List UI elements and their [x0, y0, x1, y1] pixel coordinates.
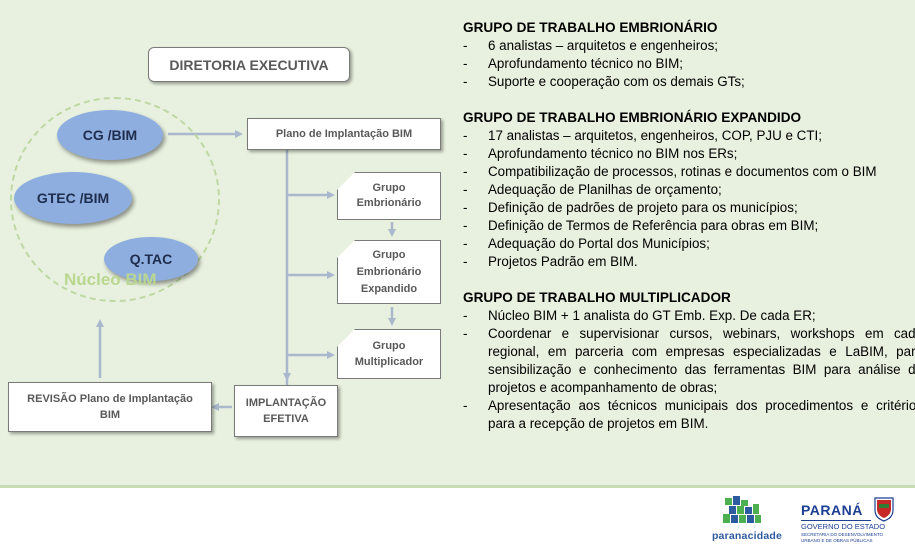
- list-item: Suporte e cooperação com os demais GTs;: [463, 73, 915, 91]
- grupo-embrionario-label: Grupo Embrionário: [356, 182, 422, 209]
- qtac-oval: Q.TAC: [104, 237, 198, 281]
- section-multiplicador: GRUPO DE TRABALHO MULTIPLICADOR Núcleo B…: [463, 289, 915, 433]
- plano-implantacao-box: Plano de Implantação BIM: [247, 118, 441, 150]
- nucleo-bim-circle: [10, 97, 220, 302]
- list-item: Adequação de Planilhas de orçamento;: [463, 181, 915, 199]
- paranacidade-wordmark: paranacidade: [711, 530, 783, 542]
- grupo-multiplicador-box: Grupo Multiplicador: [337, 329, 441, 379]
- diretoria-executiva-box: DIRETORIA EXECUTIVA: [148, 47, 350, 82]
- section-expandido: GRUPO DE TRABALHO EMBRIONÁRIO EXPANDIDO …: [463, 109, 915, 271]
- section-embrionario: GRUPO DE TRABALHO EMBRIONÁRIO 6 analista…: [463, 19, 915, 91]
- list-item: Definição de padrões de projeto para os …: [463, 199, 915, 217]
- secretaria-label-2: URBANO E DE OBRAS PÚBLICAS: [801, 538, 873, 543]
- diretoria-executiva-label: DIRETORIA EXECUTIVA: [169, 56, 329, 73]
- list-item: Coordenar e supervisionar cursos, webina…: [463, 325, 915, 397]
- secretaria-label-1: SECRETARIA DO DESENVOLVIMENTO: [801, 532, 884, 537]
- grupo-multiplicador-label: Grupo Multiplicador: [354, 340, 424, 368]
- grupo-expandido-box: Grupo Embrionário Expandido: [337, 240, 441, 304]
- list-item: Aprofundamento técnico no BIM;: [463, 55, 915, 73]
- cg-bim-label: CG /BIM: [82, 127, 138, 143]
- list-item: Adequação do Portal dos Municípios;: [463, 235, 915, 253]
- governo-label: GOVERNO DO ESTADO: [801, 522, 886, 531]
- section-title: GRUPO DE TRABALHO EMBRIONÁRIO EXPANDIDO: [463, 110, 802, 125]
- list-item: Núcleo BIM + 1 analista do GT Emb. Exp. …: [463, 307, 915, 325]
- implantacao-efetiva-box: IMPLANTAÇÃO EFETIVA: [234, 385, 338, 437]
- parana-wordmark: PARANÁ: [801, 502, 863, 518]
- qtac-label: Q.TAC: [129, 251, 173, 267]
- revisao-plano-label: REVISÃO Plano de Implantação BIM: [27, 393, 193, 421]
- section-title: GRUPO DE TRABALHO MULTIPLICADOR: [463, 290, 731, 305]
- diagram-connectors: [96, 130, 396, 411]
- cg-bim-oval: CG /BIM: [57, 110, 163, 160]
- footer-divider: [0, 485, 915, 488]
- gtec-bim-label: GTEC /BIM: [36, 190, 110, 206]
- nucleo-bim-label: Núcleo BIM: [64, 270, 157, 289]
- parana-governo-logo: PARANÁ GOVERNO DO ESTADO SECRETARIA DO D…: [801, 494, 901, 546]
- grupo-embrionario-box: Grupo Embrionário: [337, 172, 441, 220]
- implantacao-efetiva-label: IMPLANTAÇÃO EFETIVA: [245, 397, 327, 425]
- grupo-expandido-label: Grupo Embrionário Expandido: [356, 248, 422, 295]
- list-item: Apresentação aos técnicos municipais dos…: [463, 397, 915, 433]
- groups-description: GRUPO DE TRABALHO EMBRIONÁRIO 6 analista…: [463, 19, 915, 433]
- paranacidade-logo: paranacidade: [707, 494, 787, 546]
- parana-coat-of-arms-icon: [874, 497, 894, 522]
- gtec-bim-oval: GTEC /BIM: [14, 172, 132, 224]
- slide-background: DIRETORIA EXECUTIVA CG /BIM GTEC /BIM Q.…: [0, 0, 915, 485]
- list-item: 6 analistas – arquitetos e engenheiros;: [463, 37, 915, 55]
- list-item: Compatibilização de processos, rotinas e…: [463, 163, 915, 181]
- plano-implantacao-label: Plano de Implantação BIM: [275, 128, 413, 140]
- revisao-plano-box: REVISÃO Plano de Implantação BIM: [8, 382, 212, 432]
- list-item: 17 analistas – arquitetos, engenheiros, …: [463, 127, 915, 145]
- list-item: Projetos Padrão em BIM.: [463, 253, 915, 271]
- list-item: Aprofundamento técnico no BIM nos ERs;: [463, 145, 915, 163]
- list-item: Definição de Termos de Referência para o…: [463, 217, 915, 235]
- section-title: GRUPO DE TRABALHO EMBRIONÁRIO: [463, 20, 718, 35]
- paranacidade-mark-icon: [723, 496, 761, 523]
